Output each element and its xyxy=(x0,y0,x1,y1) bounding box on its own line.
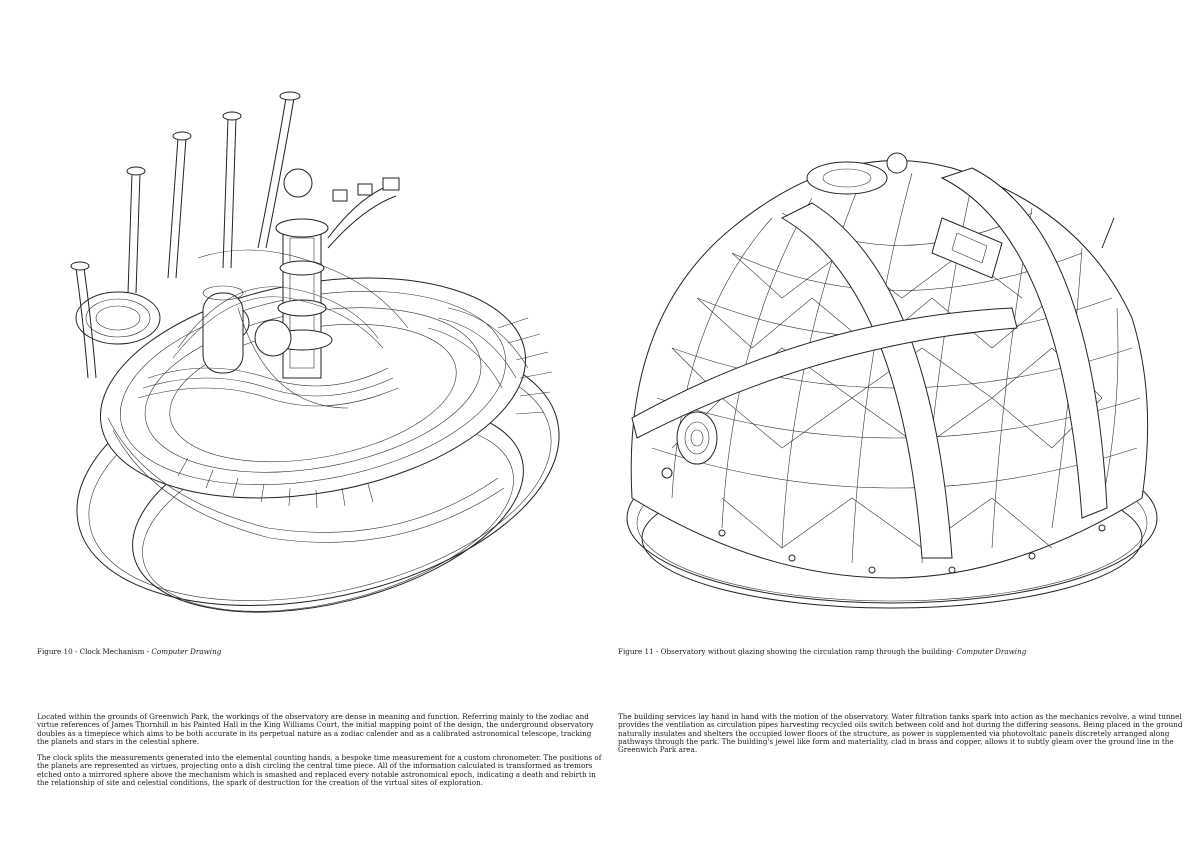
observatory-dome-drawing xyxy=(626,152,1158,609)
figure-10-caption-medium: Computer Drawing xyxy=(151,647,222,656)
figure-clock-mechanism xyxy=(28,78,608,633)
clock-mechanism-drawing xyxy=(70,91,560,613)
figure-10-caption-label: Figure 10 - Clock Mechanism - xyxy=(37,647,152,656)
figure-11-caption: Figure 11 - Observatory without glazing … xyxy=(618,647,1026,657)
figure-observatory-dome xyxy=(612,118,1172,618)
body-text-left-column: Located within the grounds of Greenwich … xyxy=(37,712,605,795)
figure-11-caption-label: Figure 11 - Observatory without glazing … xyxy=(618,647,957,656)
figure-10-caption: Figure 10 - Clock Mechanism - Computer D… xyxy=(37,647,221,657)
body-paragraph: Located within the grounds of Greenwich … xyxy=(37,712,594,746)
figure-11-caption-medium: Computer Drawing xyxy=(956,647,1027,656)
body-paragraph: The building services lay hand in hand w… xyxy=(618,712,1183,755)
body-paragraph: The clock splits the measurements genera… xyxy=(37,753,602,788)
body-text-right-column: The building services lay hand in hand w… xyxy=(618,712,1186,762)
